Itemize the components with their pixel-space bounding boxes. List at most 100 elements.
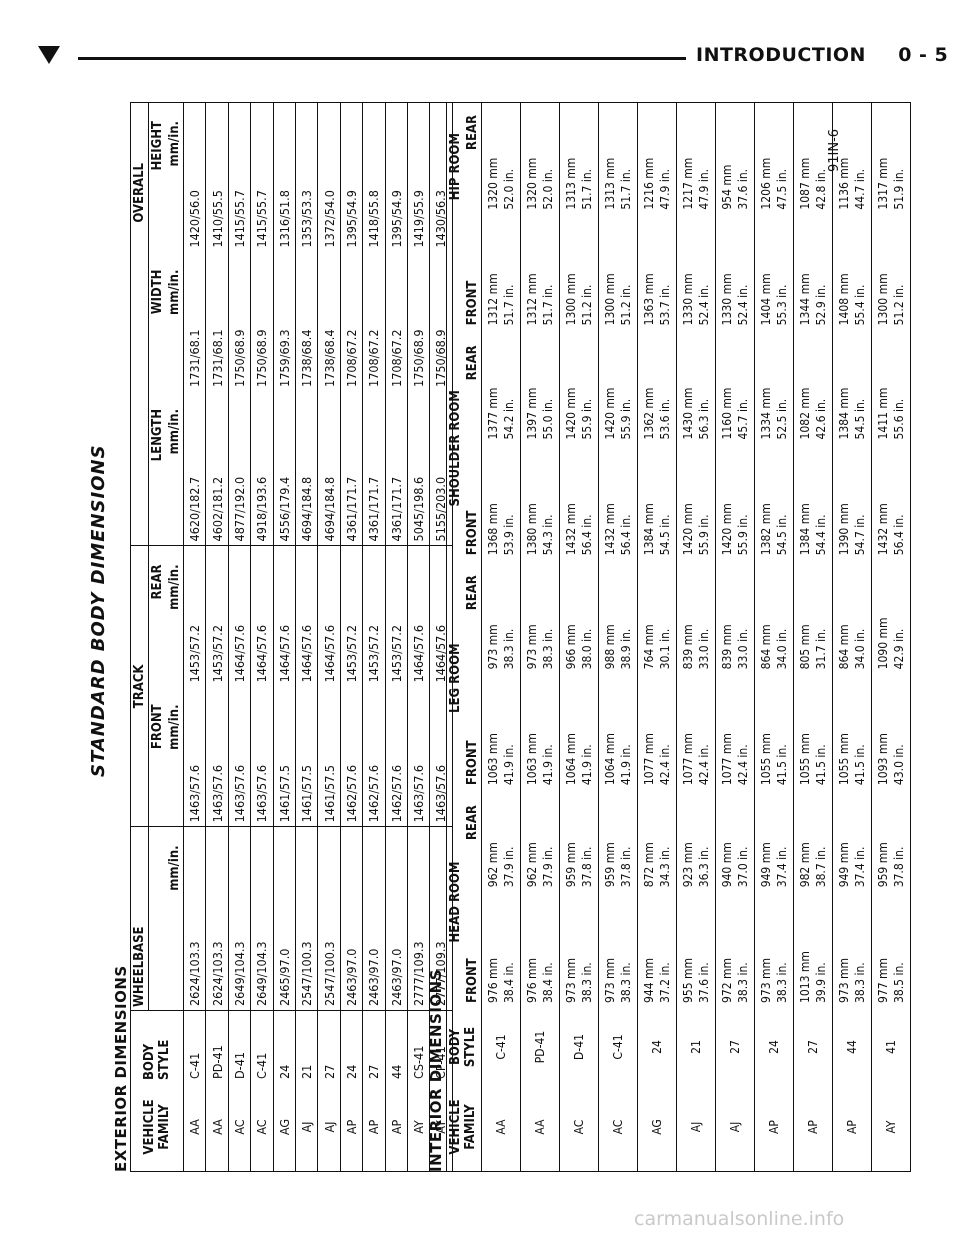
ext-header-track-front: FRONT bbox=[148, 686, 166, 827]
table-cell: 1410/55.5 bbox=[205, 102, 229, 252]
value-mm: 962 mm bbox=[486, 842, 500, 888]
value-in: 39.9 in. bbox=[814, 962, 828, 1003]
value-in: 38.3 in. bbox=[580, 962, 594, 1003]
value-mm: 1420 mm bbox=[720, 503, 734, 556]
table-cell: 1738/68.4 bbox=[317, 251, 341, 391]
ext-header-height: HEIGHT bbox=[148, 102, 166, 252]
value-in: 41.9 in. bbox=[541, 744, 555, 786]
ext-header-length-unit: mm/in. bbox=[166, 390, 184, 546]
table-cell: AP bbox=[385, 1083, 408, 1172]
table-cell: 1419/55.9 bbox=[407, 102, 430, 252]
value-in: 41.9 in. bbox=[619, 744, 633, 786]
int-header-head-front: FRONT bbox=[465, 958, 480, 1003]
value-in: 54.5 in. bbox=[775, 514, 789, 556]
value-in: 54.4 in. bbox=[814, 514, 828, 556]
value-mm: 1300 mm bbox=[876, 273, 890, 326]
value-in: 47.5 in. bbox=[775, 168, 789, 210]
table-cell: 24 bbox=[273, 1010, 296, 1083]
table-cell: AJ bbox=[295, 1083, 318, 1172]
value-in: 52.4 in. bbox=[736, 284, 750, 326]
ext-header-track: TRACK bbox=[130, 545, 149, 827]
figure-label: 91IN-6 bbox=[827, 128, 842, 172]
value-in: 34.3 in. bbox=[658, 846, 672, 888]
value-mm: 1087 mm bbox=[798, 157, 812, 210]
table-cell: 5045/198.6 bbox=[407, 390, 430, 546]
table-cell: AA bbox=[183, 1083, 206, 1172]
page-header: INTRODUCTION 0 - 5 bbox=[696, 44, 948, 66]
value-in: 37.8 in. bbox=[892, 846, 906, 888]
table-cell: 41 bbox=[871, 1011, 911, 1083]
value-in: 38.0 in. bbox=[580, 628, 594, 670]
value-in: 52.5 in. bbox=[775, 398, 789, 440]
exterior-dimensions-table: VEHICLE FAMILY BODY STYLE WHEELBASE TRAC… bbox=[130, 102, 453, 1172]
value-mm: 839 mm bbox=[720, 624, 734, 670]
table-cell: 4694/184.8 bbox=[295, 390, 318, 546]
value-in: 54.5 in. bbox=[853, 398, 867, 440]
value-mm: 1404 mm bbox=[759, 273, 773, 326]
table-cell: 1464/57.6 bbox=[317, 545, 341, 687]
value-mm: 1420 mm bbox=[681, 503, 695, 556]
value-mm: 976 mm bbox=[486, 957, 500, 1003]
table-cell: 1461/57.5 bbox=[273, 686, 296, 827]
value-mm: 973 mm bbox=[525, 624, 539, 670]
table-cell: 1415/55.7 bbox=[250, 102, 274, 252]
table-cell: 1464/57.6 bbox=[250, 545, 274, 687]
table-cell: 4620/182.7 bbox=[183, 390, 206, 546]
table-cell: AG bbox=[273, 1083, 296, 1172]
ext-header-track-rear: REAR bbox=[148, 545, 166, 687]
table-cell: 24 bbox=[754, 1011, 794, 1083]
table-cell: 1395/54.9 bbox=[385, 102, 408, 252]
ext-header-style: BODY STYLE bbox=[142, 1039, 172, 1080]
table-cell: D-41 bbox=[228, 1010, 251, 1083]
value-in: 51.2 in. bbox=[892, 284, 906, 326]
table-cell: AC bbox=[228, 1083, 251, 1172]
value-mm: 1380 mm bbox=[525, 503, 539, 556]
value-mm: 805 mm bbox=[798, 624, 812, 670]
value-in: 47.9 in. bbox=[697, 168, 711, 210]
int-header-shoulder-rear: REAR bbox=[465, 345, 480, 381]
value-mm: 1077 mm bbox=[642, 733, 656, 786]
table-cell: 27 bbox=[793, 1011, 833, 1083]
value-mm: 1384 mm bbox=[798, 503, 812, 556]
header-triangle-marker bbox=[38, 46, 60, 64]
table-cell: AY bbox=[871, 1083, 911, 1172]
table-cell: 1316/51.8 bbox=[273, 102, 296, 252]
value-mm: 1216 mm bbox=[642, 157, 656, 210]
ext-header-length: LENGTH bbox=[148, 390, 166, 546]
table-cell: 2547/100.3 bbox=[317, 826, 341, 1011]
int-header-shoulder-room: SHOULDER ROOM bbox=[448, 390, 463, 507]
table-cell: 1418/55.8 bbox=[362, 102, 386, 252]
value-in: 56.3 in. bbox=[697, 398, 711, 440]
value-in: 51.7 in. bbox=[541, 284, 555, 326]
value-in: 52.0 in. bbox=[502, 168, 516, 210]
value-in: 43.0 in. bbox=[892, 744, 906, 786]
value-mm: 1055 mm bbox=[837, 733, 851, 786]
value-mm: 1432 mm bbox=[876, 503, 890, 556]
table-cell: 2624/103.3 bbox=[205, 826, 229, 1011]
value-mm: 1160 mm bbox=[720, 387, 734, 440]
value-mm: 1055 mm bbox=[798, 733, 812, 786]
